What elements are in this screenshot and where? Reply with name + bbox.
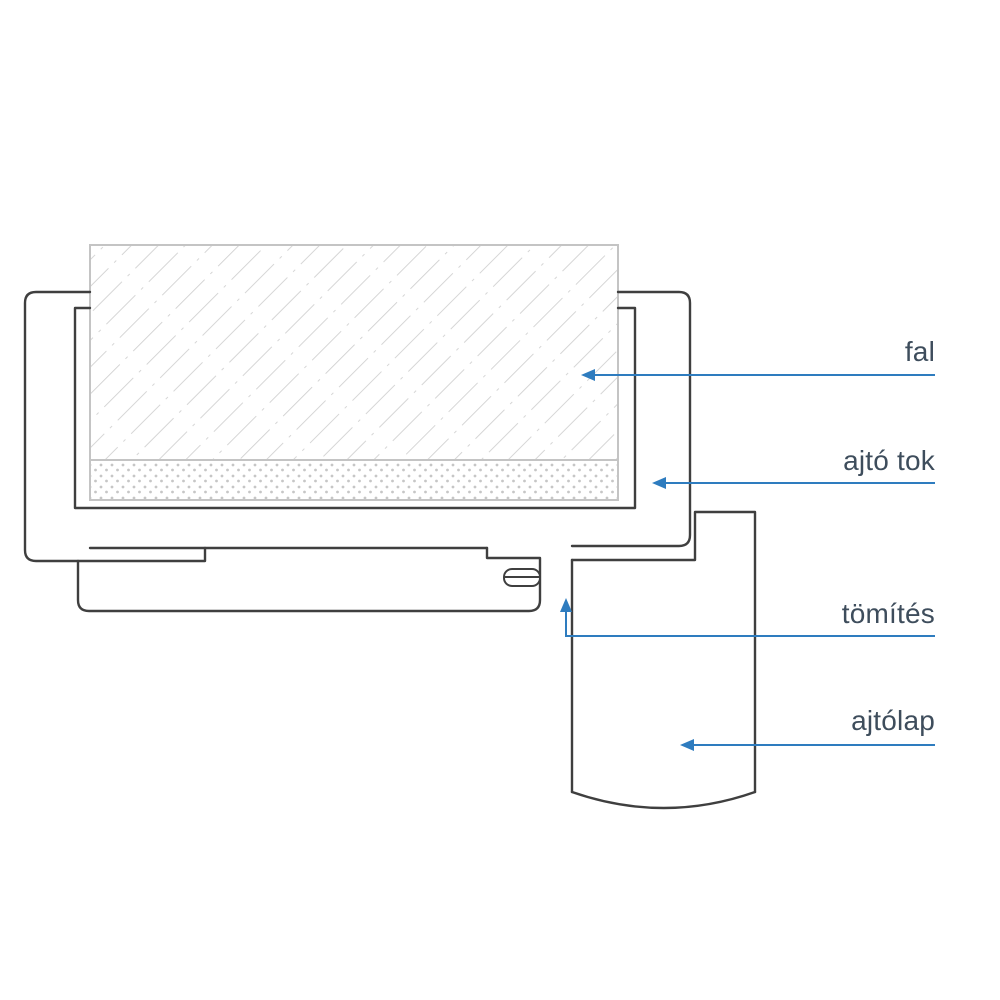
label-seal: tömítés bbox=[841, 598, 935, 629]
frame-architrave-face bbox=[76, 546, 542, 613]
door-leaf-arrow-icon bbox=[680, 739, 694, 751]
leader-wall bbox=[581, 369, 935, 381]
frame-right-jamb bbox=[570, 290, 692, 548]
seal-leader-line bbox=[565, 610, 935, 637]
label-wall: fal bbox=[904, 336, 935, 367]
leader-door-frame bbox=[652, 477, 935, 489]
door-frame-profile bbox=[23, 290, 692, 613]
label-door-frame: ajtó tok bbox=[843, 445, 935, 476]
door-leaf-break-line bbox=[570, 790, 757, 810]
wall-section bbox=[89, 244, 619, 501]
door-frame-arrow-icon bbox=[652, 477, 666, 489]
frame-left-jamb bbox=[23, 290, 207, 563]
door-leaf-profile bbox=[570, 510, 757, 810]
label-door-leaf: ajtólap bbox=[851, 705, 935, 736]
seal-detail bbox=[503, 568, 541, 587]
frame-inner-face bbox=[73, 306, 637, 510]
door-leaf-top-edge bbox=[570, 510, 757, 794]
leader-door-leaf bbox=[680, 739, 935, 751]
leader-seal bbox=[560, 598, 935, 637]
seal-arrow-icon bbox=[560, 598, 572, 612]
wall-base-layer bbox=[89, 459, 619, 501]
leader-lines bbox=[560, 369, 935, 751]
wall-arrow-icon bbox=[581, 369, 595, 381]
wall-hatch-area bbox=[89, 244, 619, 461]
